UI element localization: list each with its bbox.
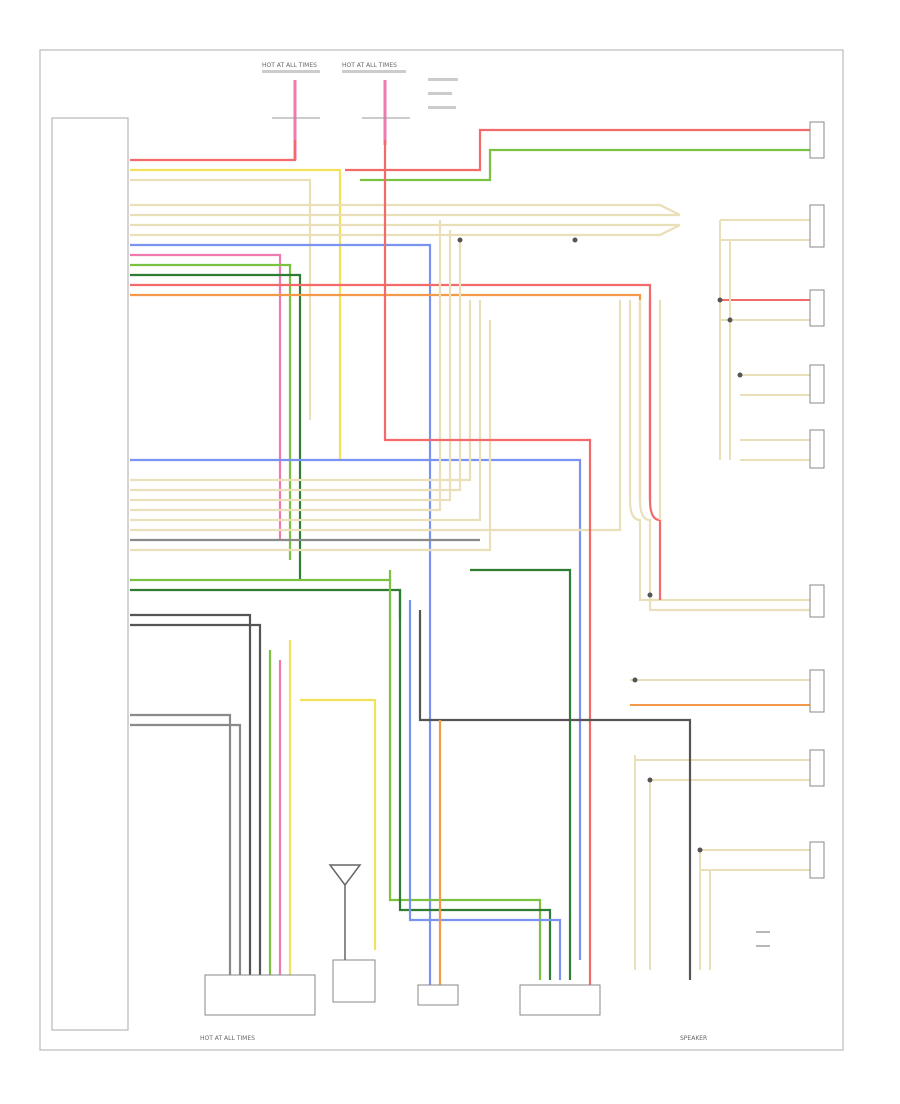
ground-icon: [328, 864, 362, 960]
amplifier-module-block: [51, 117, 129, 1031]
bottom-modules: [204, 959, 601, 1016]
speaker-connectors: [809, 121, 825, 879]
top-power-label-1: HOT AT ALL TIMES: [262, 62, 317, 69]
lower-center-wires: [268, 568, 692, 990]
right-speaker-feeds: [630, 219, 810, 970]
right-bundle: [628, 300, 810, 612]
legend: [756, 931, 770, 947]
top-label-marks: [262, 70, 458, 109]
diagram-frame: [39, 49, 844, 1051]
top-power-wires: [272, 80, 410, 160]
top-power-label-2: HOT AT ALL TIMES: [342, 62, 397, 69]
bottom-right-label: SPEAKER: [680, 1035, 707, 1042]
bottom-left-label: HOT AT ALL TIMES: [200, 1035, 255, 1042]
horizontal-harness-wires: [130, 140, 681, 1000]
splice-points: [457, 237, 743, 853]
